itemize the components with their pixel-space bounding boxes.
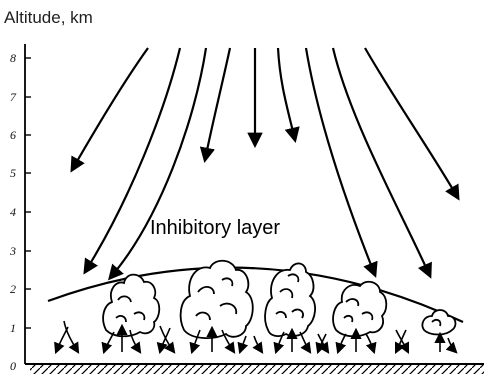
- cloud-5: [422, 310, 455, 335]
- cloud-2: [181, 261, 253, 338]
- cloud-4: [333, 282, 386, 337]
- y-axis: [25, 44, 31, 364]
- descending-airflow-arrows: [72, 48, 458, 278]
- cloud-3: [265, 263, 315, 336]
- ground-surface: [25, 364, 484, 374]
- layer-label: Inhibitory layer: [150, 217, 280, 239]
- cloud-1: [103, 275, 159, 337]
